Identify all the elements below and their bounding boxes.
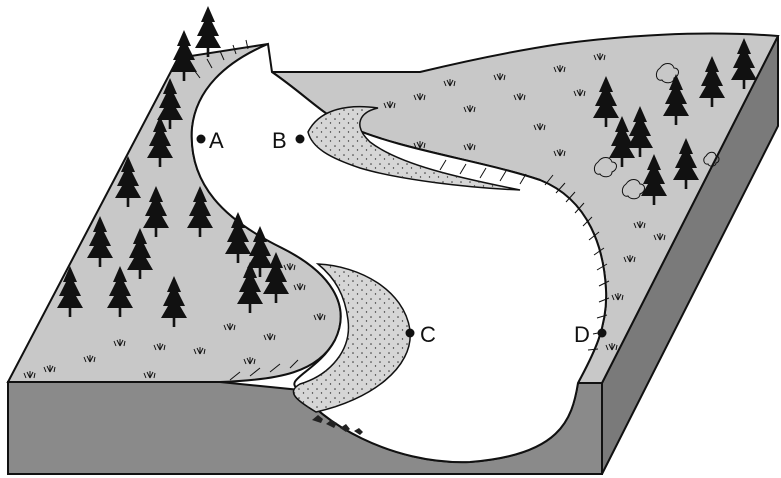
point-bar-b-texture xyxy=(308,106,520,190)
point-c: C xyxy=(405,322,436,347)
point-d-dot xyxy=(597,328,607,338)
point-c-label: C xyxy=(420,322,436,347)
cut-bank-hatching-a xyxy=(193,39,249,79)
point-bar-c-texture xyxy=(293,264,411,412)
point-d-label: D xyxy=(574,322,590,347)
point-b: B xyxy=(272,128,305,153)
point-c-dot xyxy=(405,328,415,338)
bank-hatching-c xyxy=(229,359,299,381)
river-channel xyxy=(190,42,608,464)
point-a: A xyxy=(196,128,224,153)
cut-bank-hatching-d xyxy=(439,159,610,351)
channel-rocks xyxy=(312,415,363,435)
shrubs xyxy=(593,63,720,200)
point-a-label: A xyxy=(209,128,224,153)
point-b-label: B xyxy=(272,128,287,153)
point-a-dot xyxy=(196,134,206,144)
point-d: D xyxy=(574,322,607,347)
point-b-dot xyxy=(295,134,305,144)
